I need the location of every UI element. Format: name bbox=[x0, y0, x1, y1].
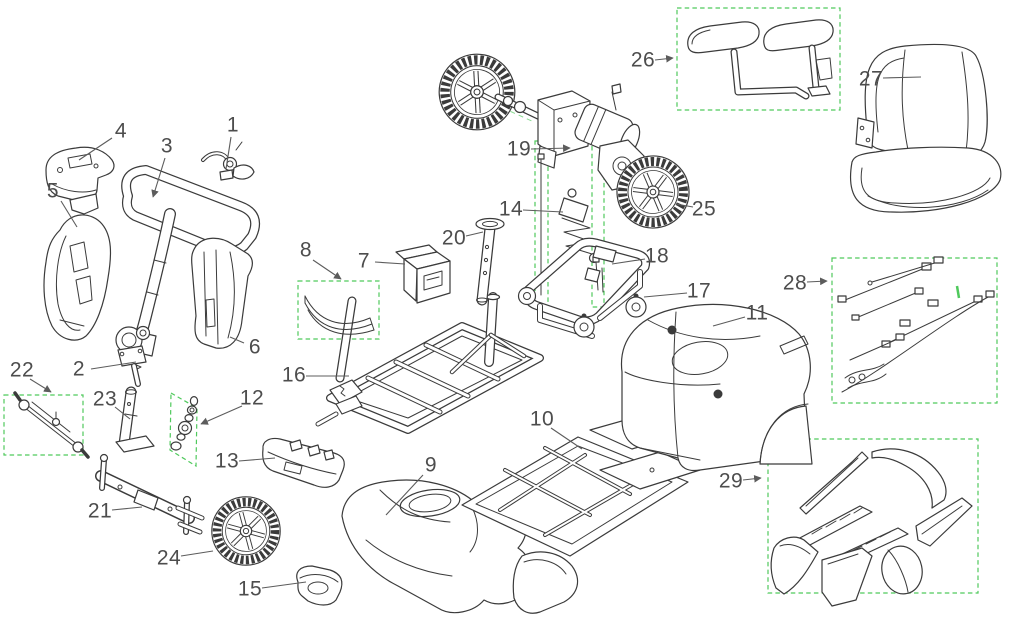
svg-text:16: 16 bbox=[282, 364, 306, 387]
part-drawing-rear-body-cover bbox=[620, 303, 813, 472]
part-drawing-trim-kit bbox=[770, 448, 973, 607]
part-drawing-mounting-bolts bbox=[537, 153, 604, 296]
svg-text:11: 11 bbox=[746, 302, 769, 325]
part-drawing-wiring-harness bbox=[837, 256, 995, 393]
part-drawing-hardware-stack bbox=[170, 396, 199, 451]
highlight-box-26-armrest-kit bbox=[676, 7, 841, 111]
part-label-14: 14 bbox=[499, 198, 564, 221]
highlight-box-axle-alignment-guide bbox=[493, 103, 535, 123]
part-labels-layer: 1234567891011121314151617181920212223242… bbox=[10, 49, 922, 601]
part-drawing-tiller-head-cover bbox=[45, 146, 115, 215]
part-label-5: 5 bbox=[47, 180, 78, 228]
svg-text:9: 9 bbox=[425, 454, 437, 477]
part-label-4: 4 bbox=[78, 120, 127, 161]
part-drawing-tie-rod bbox=[13, 391, 90, 459]
highlight-box-29-trim-kit bbox=[767, 438, 979, 594]
part-label-22: 22 bbox=[10, 359, 52, 393]
part-label-24: 24 bbox=[157, 547, 214, 570]
part-label-12: 12 bbox=[200, 387, 264, 425]
part-label-16: 16 bbox=[282, 364, 349, 387]
svg-text:1: 1 bbox=[227, 114, 239, 137]
part-drawing-tiller-front-cover bbox=[43, 214, 112, 341]
highlight-box-12-hardware-kit bbox=[169, 391, 198, 468]
part-drawing-steering-stem-tube bbox=[115, 386, 155, 453]
part-label-15: 15 bbox=[238, 578, 307, 601]
svg-text:28: 28 bbox=[783, 272, 807, 295]
part-drawing-seat-post bbox=[475, 217, 505, 306]
highlight-box-22-tie-rod-kit bbox=[3, 394, 84, 456]
part-label-2: 2 bbox=[73, 358, 137, 381]
part-drawing-armrest-pair bbox=[687, 19, 834, 100]
part-label-7: 7 bbox=[358, 250, 406, 273]
svg-text:2: 2 bbox=[73, 358, 85, 381]
svg-text:21: 21 bbox=[88, 500, 112, 523]
part-label-21: 21 bbox=[88, 500, 143, 523]
part-label-18: 18 bbox=[611, 245, 669, 268]
svg-text:3: 3 bbox=[161, 135, 173, 158]
svg-text:17: 17 bbox=[687, 280, 711, 303]
svg-text:18: 18 bbox=[645, 245, 669, 268]
svg-text:22: 22 bbox=[10, 359, 34, 382]
part-drawing-rear-frame bbox=[517, 237, 651, 339]
svg-text:19: 19 bbox=[507, 138, 531, 161]
part-drawing-front-axle bbox=[95, 453, 205, 535]
svg-text:15: 15 bbox=[238, 578, 262, 601]
svg-text:29: 29 bbox=[719, 470, 743, 493]
part-drawing-front-pod bbox=[296, 565, 343, 606]
highlight-box-8-trim-strip-kit bbox=[297, 280, 380, 340]
part-drawing-steering-gear bbox=[115, 325, 151, 387]
svg-text:26: 26 bbox=[631, 49, 655, 72]
part-label-10: 10 bbox=[530, 408, 583, 450]
part-label-23: 23 bbox=[93, 388, 131, 420]
svg-text:14: 14 bbox=[499, 198, 523, 221]
part-label-19: 19 bbox=[507, 138, 571, 161]
part-drawings bbox=[13, 19, 1002, 614]
svg-text:4: 4 bbox=[115, 120, 127, 143]
svg-text:5: 5 bbox=[47, 180, 59, 203]
svg-text:25: 25 bbox=[692, 198, 716, 221]
part-drawing-tiller-back-cover bbox=[191, 237, 254, 349]
part-label-28: 28 bbox=[783, 272, 828, 295]
harness-green-connector bbox=[955, 285, 961, 299]
part-label-1: 1 bbox=[225, 114, 239, 170]
part-label-29: 29 bbox=[719, 470, 762, 493]
part-drawing-controller-box bbox=[395, 244, 451, 304]
svg-text:10: 10 bbox=[530, 408, 554, 431]
part-label-3: 3 bbox=[151, 135, 173, 198]
part-label-6: 6 bbox=[229, 336, 261, 359]
part-label-26: 26 bbox=[631, 49, 674, 72]
svg-text:24: 24 bbox=[157, 547, 181, 570]
part-drawing-throttle-lever bbox=[201, 141, 255, 181]
part-label-17: 17 bbox=[643, 280, 711, 303]
part-label-13: 13 bbox=[215, 450, 276, 473]
svg-text:8: 8 bbox=[300, 239, 312, 262]
rear-wheel-left bbox=[432, 47, 522, 137]
part-drawing-front-bumper bbox=[262, 437, 345, 488]
svg-text:12: 12 bbox=[240, 387, 264, 410]
part-label-20: 20 bbox=[442, 227, 484, 250]
svg-text:7: 7 bbox=[358, 250, 370, 273]
part-drawing-trim-strips bbox=[304, 295, 375, 335]
part-label-11: 11 bbox=[712, 302, 769, 327]
svg-text:6: 6 bbox=[249, 336, 261, 359]
part-label-9: 9 bbox=[385, 454, 437, 516]
part-drawing-seat bbox=[849, 43, 1002, 213]
svg-text:13: 13 bbox=[215, 450, 239, 473]
highlight-box-28-harness-kit bbox=[831, 257, 998, 404]
highlight-box-bolt-kit-right bbox=[591, 140, 605, 308]
svg-text:27: 27 bbox=[859, 68, 883, 91]
part-drawing-front-wheel bbox=[212, 497, 280, 565]
part-label-25: 25 bbox=[675, 198, 716, 221]
part-label-27: 27 bbox=[859, 68, 922, 91]
svg-text:23: 23 bbox=[93, 388, 117, 411]
svg-text:20: 20 bbox=[442, 227, 466, 250]
part-label-8: 8 bbox=[300, 239, 342, 280]
part-drawing-main-frame bbox=[315, 292, 544, 434]
